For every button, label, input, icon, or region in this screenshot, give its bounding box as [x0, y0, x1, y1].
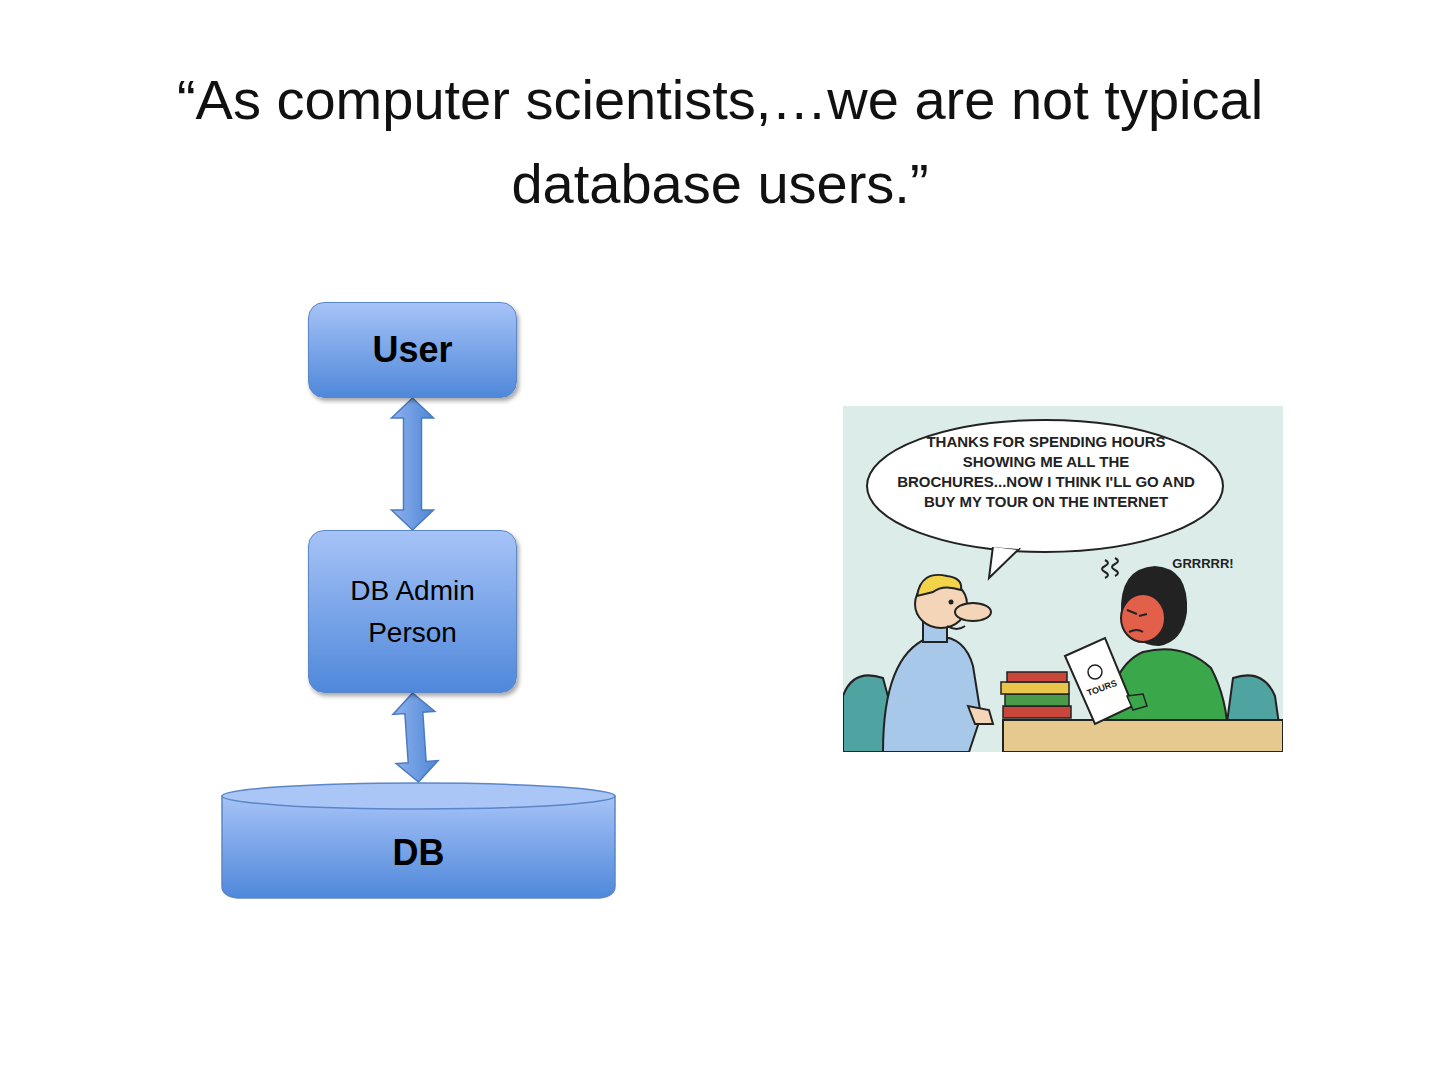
brochure-text: TOURS	[1077, 675, 1128, 702]
node-label: DB	[393, 826, 445, 880]
double-arrow	[392, 398, 434, 530]
speech-bubble-text: THANKS FOR SPENDING HOURS SHOWING ME ALL…	[893, 432, 1199, 512]
admin-box: DB Admin Person	[308, 530, 517, 693]
grr-text: GRRRRR!	[1158, 556, 1248, 572]
slide-title: “As computer scientists,…we are not typi…	[60, 58, 1380, 226]
node-label: DB Admin Person	[320, 570, 505, 654]
user-box: User	[308, 302, 517, 398]
double-arrow	[393, 693, 438, 782]
database-cylinder: DB	[221, 782, 616, 900]
node-label: User	[372, 323, 452, 377]
